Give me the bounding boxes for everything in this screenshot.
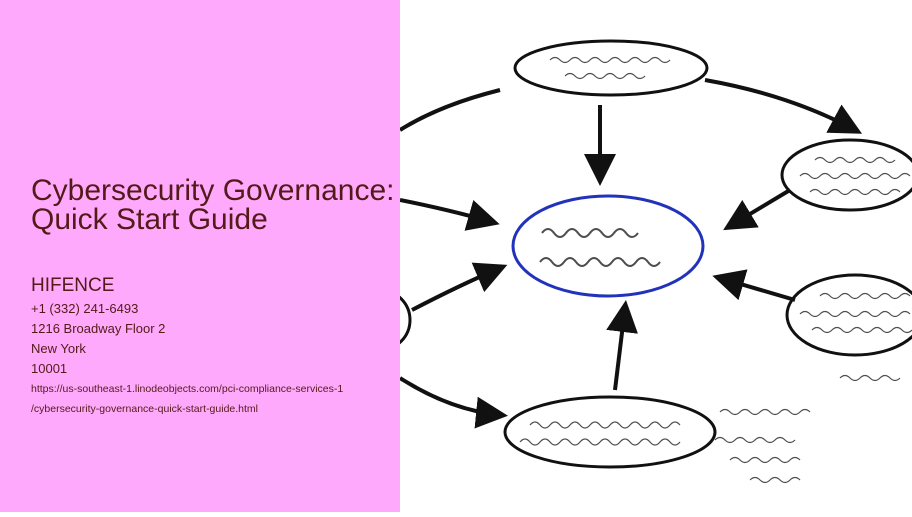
street-address: 1216 Broadway Floor 2	[31, 321, 166, 336]
governance-diagram-image	[348, 0, 912, 512]
top-node	[513, 39, 709, 97]
city: New York	[31, 341, 86, 356]
page-title: Cybersecurity Governance: Quick Start Gu…	[31, 174, 395, 236]
right-bottom-node	[785, 273, 912, 357]
phone-number: +1 (332) 241-6493	[31, 301, 139, 316]
left-bottom-node	[348, 288, 412, 352]
scribble-labels	[519, 56, 912, 484]
source-url-line-1[interactable]: https://us-southeast-1.linodeobjects.com…	[31, 383, 344, 395]
diagram-illustration	[348, 39, 912, 484]
company-name: HIFENCE	[31, 275, 115, 296]
info-panel: Cybersecurity Governance: Quick Start Gu…	[0, 0, 400, 512]
bottom-node	[503, 395, 717, 469]
right-top-node	[780, 138, 912, 212]
source-url-line-2[interactable]: /cybersecurity-governance-quick-start-gu…	[31, 403, 259, 415]
center-node	[511, 194, 705, 298]
zip-code: 10001	[31, 361, 68, 376]
